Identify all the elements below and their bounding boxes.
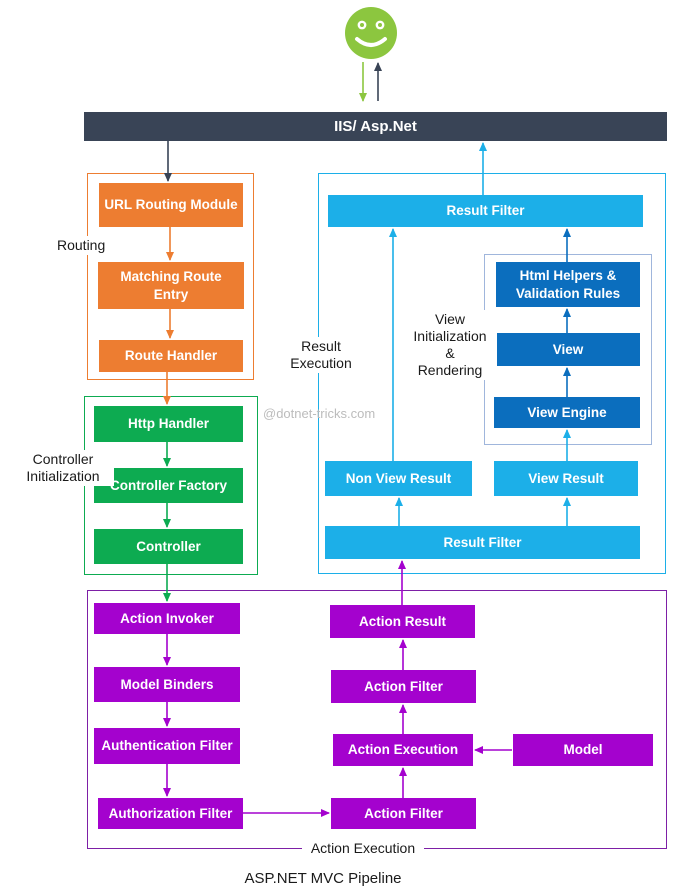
node-result-filter-bottom: Result Filter	[325, 526, 640, 559]
user-smiley-face-icon	[345, 7, 397, 59]
node-controller: Controller	[94, 529, 243, 564]
diagram-caption: ASP.NET MVC Pipeline	[244, 870, 402, 887]
node-view: View	[496, 333, 640, 366]
routing-group-label: Routing	[54, 236, 109, 256]
node-result-filter-top: Result Filter	[328, 195, 643, 227]
node-authorization-filter: Authorization Filter	[98, 798, 243, 829]
result-execution-group-border	[318, 173, 666, 574]
smiley-pupil-right	[378, 23, 382, 27]
smiley-eye-left	[357, 20, 367, 30]
node-model: Model	[513, 734, 653, 766]
node-route-handler: Route Handler	[99, 340, 243, 372]
node-action-execution: Action Execution	[333, 734, 473, 766]
node-authentication-filter: Authentication Filter	[94, 728, 240, 764]
node-url-routing-module: URL Routing Module	[99, 183, 243, 227]
smiley-head	[345, 7, 397, 59]
smiley-eye-right	[375, 20, 385, 30]
view-initialization-group-label: View Initialization & Rendering	[403, 310, 497, 381]
node-action-filter-top: Action Filter	[331, 670, 476, 703]
smiley-mouth	[355, 37, 387, 47]
node-matching-route-entry: Matching Route Entry	[98, 262, 244, 309]
node-non-view-result: Non View Result	[325, 461, 472, 496]
smiley-pupil-left	[360, 23, 364, 27]
action-execution-group-label: Action Execution	[302, 839, 424, 859]
result-execution-group-label: Result Execution	[281, 337, 361, 374]
controller-initialization-group-label: Controller Initialization	[12, 450, 114, 487]
node-iis-aspnet: IIS/ Asp.Net	[84, 112, 667, 141]
node-action-filter-bottom: Action Filter	[331, 798, 476, 829]
node-view-engine: View Engine	[494, 397, 640, 428]
node-action-result: Action Result	[330, 605, 475, 638]
node-html-helpers-validation-rules: Html Helpers & Validation Rules	[496, 262, 640, 307]
node-action-invoker: Action Invoker	[94, 603, 240, 634]
node-view-result: View Result	[494, 461, 638, 496]
node-http-handler: Http Handler	[94, 406, 243, 442]
watermark: @dotnet-tricks.com	[263, 406, 376, 421]
node-controller-factory: Controller Factory	[94, 468, 243, 503]
node-model-binders: Model Binders	[94, 667, 240, 702]
